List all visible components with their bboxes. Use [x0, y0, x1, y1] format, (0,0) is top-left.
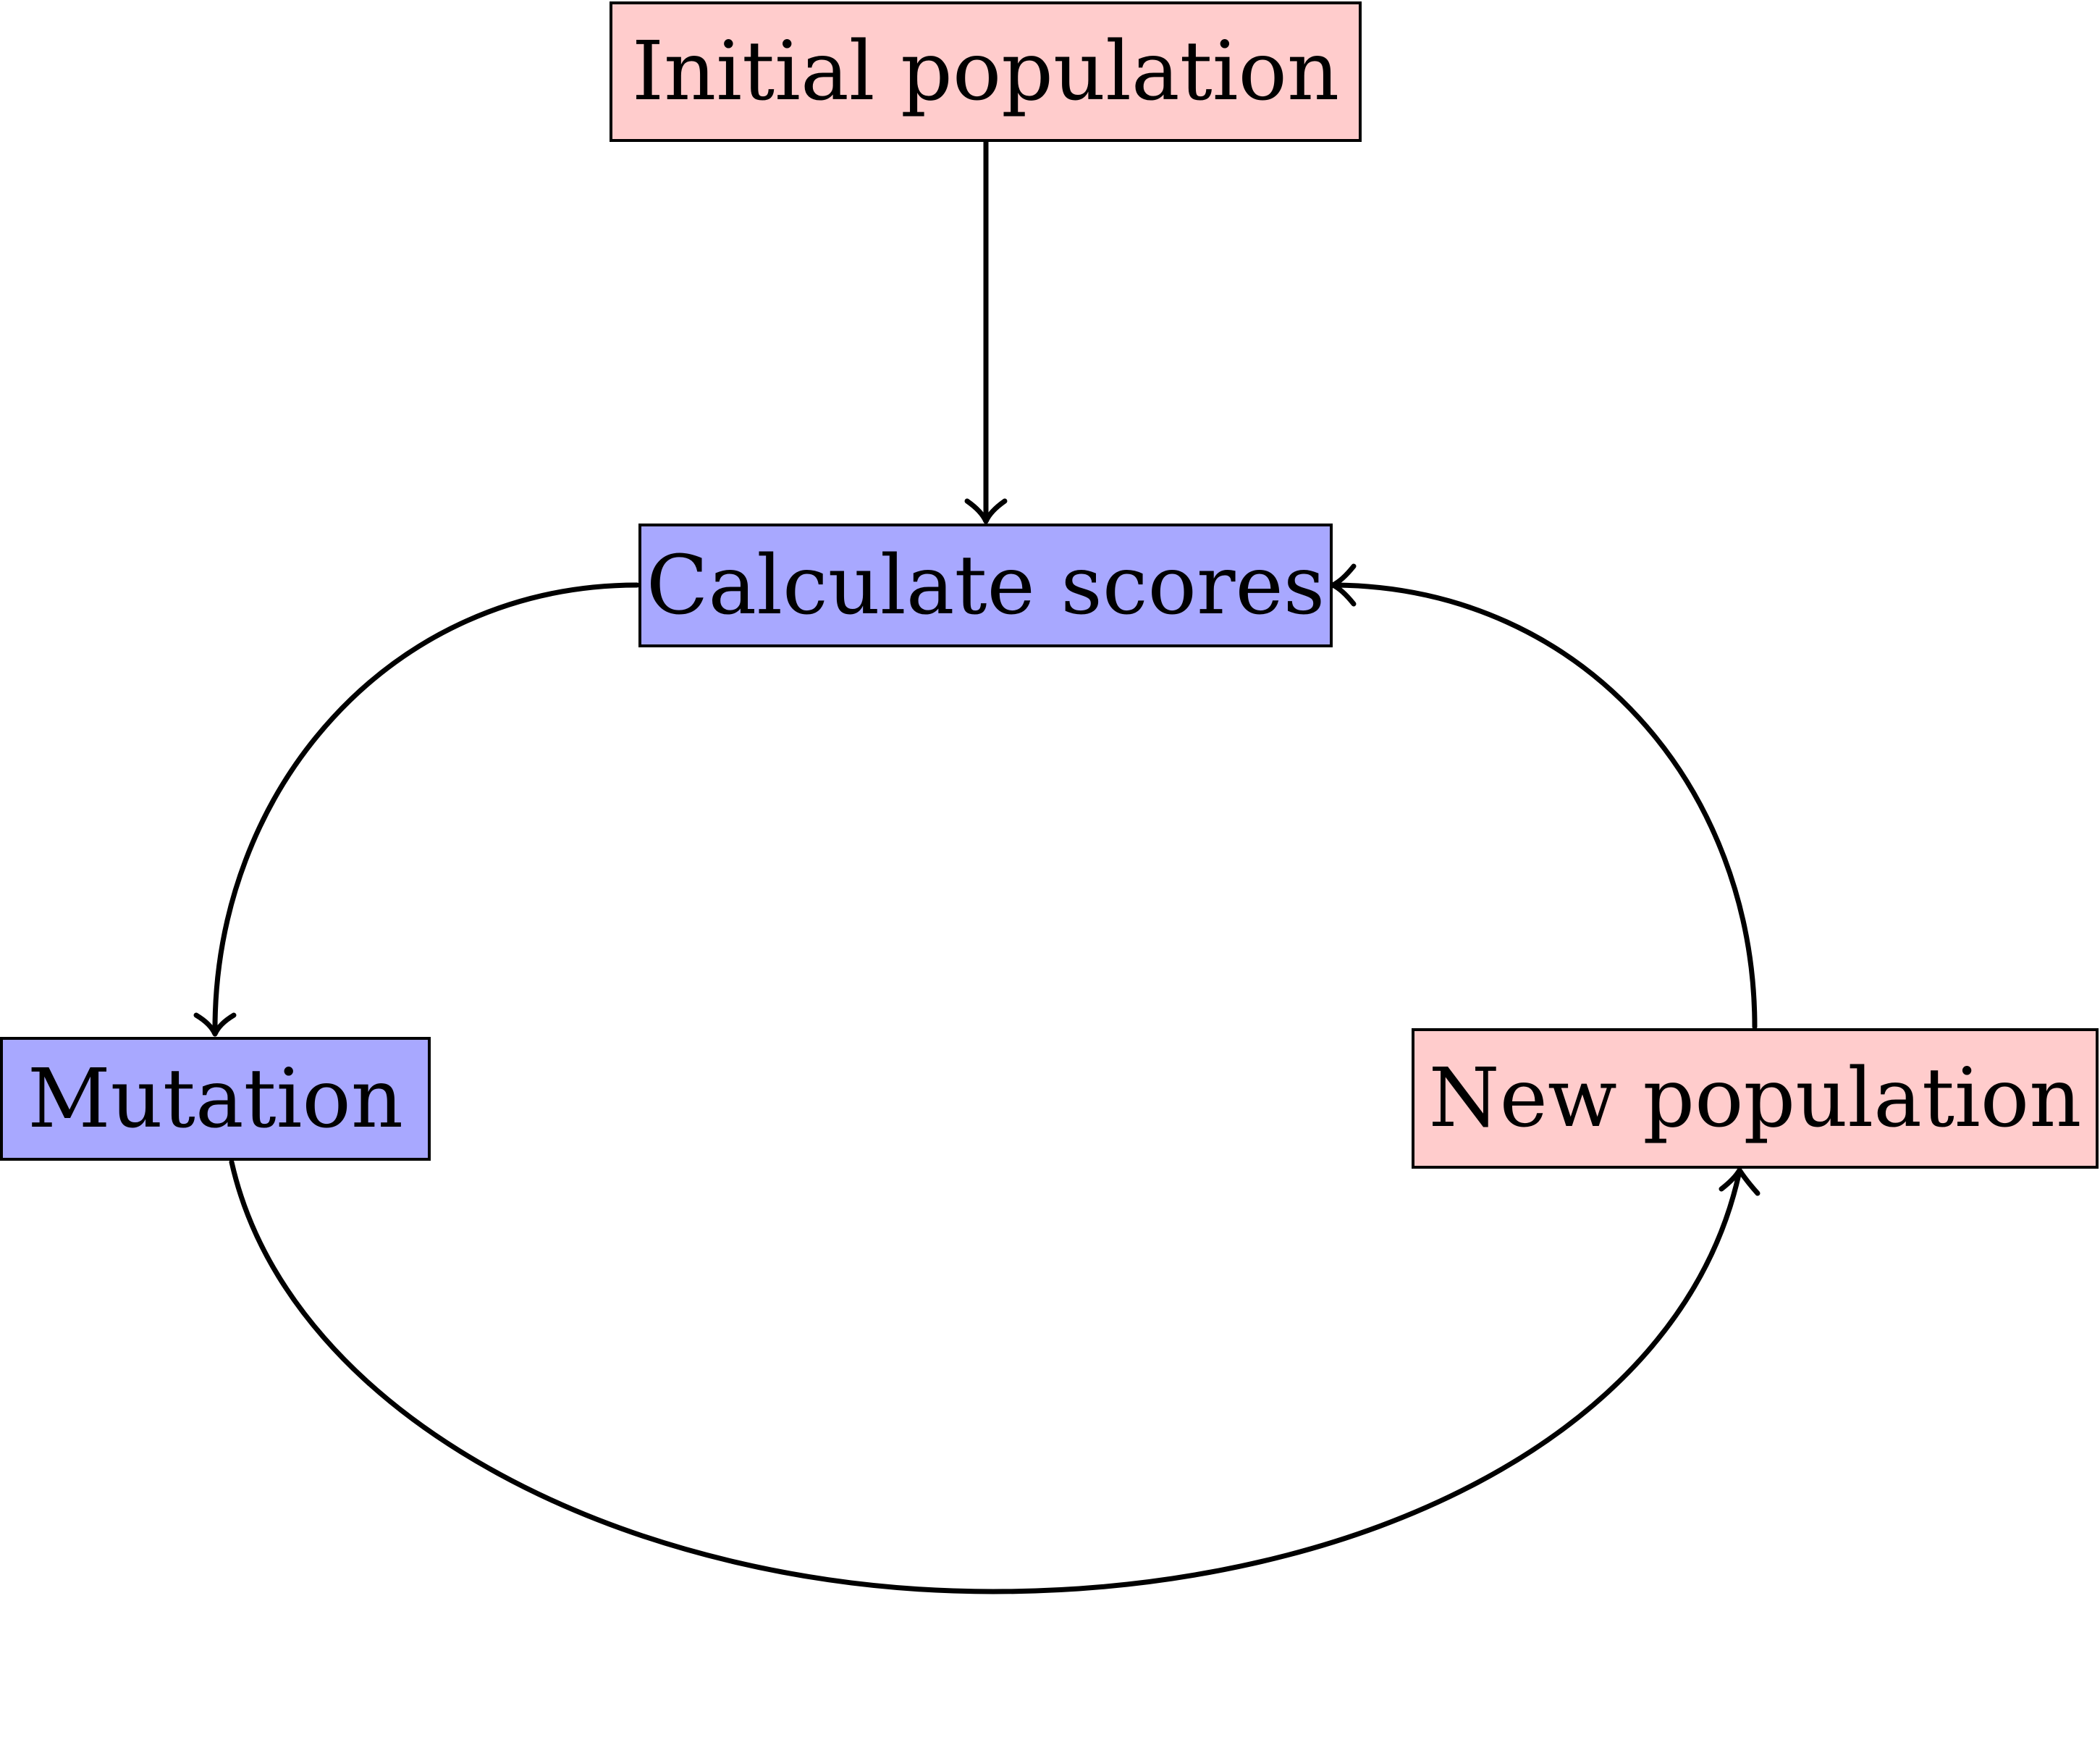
node-new-population: New population [1412, 1028, 2099, 1169]
node-mutation: Mutation [0, 1037, 431, 1161]
arrowhead-new-bottom [1719, 1167, 1760, 1196]
arrowhead-calculate-right [1330, 563, 1357, 607]
node-label: Mutation [28, 1051, 403, 1146]
node-label: Calculate scores [646, 538, 1325, 633]
node-label: Initial population [631, 25, 1340, 119]
node-label: New population [1428, 1051, 2082, 1146]
edge-new-to-calculate [1333, 582, 1758, 1030]
node-initial-population: Initial population [610, 1, 1362, 142]
edge-mutation-to-new [229, 1159, 1742, 1594]
edge-calculate-to-mutation [212, 582, 640, 1035]
arrowhead-calculate-top [964, 498, 1008, 524]
arrowhead-mutation-top [193, 1012, 237, 1037]
node-calculate-scores: Calculate scores [638, 524, 1333, 647]
